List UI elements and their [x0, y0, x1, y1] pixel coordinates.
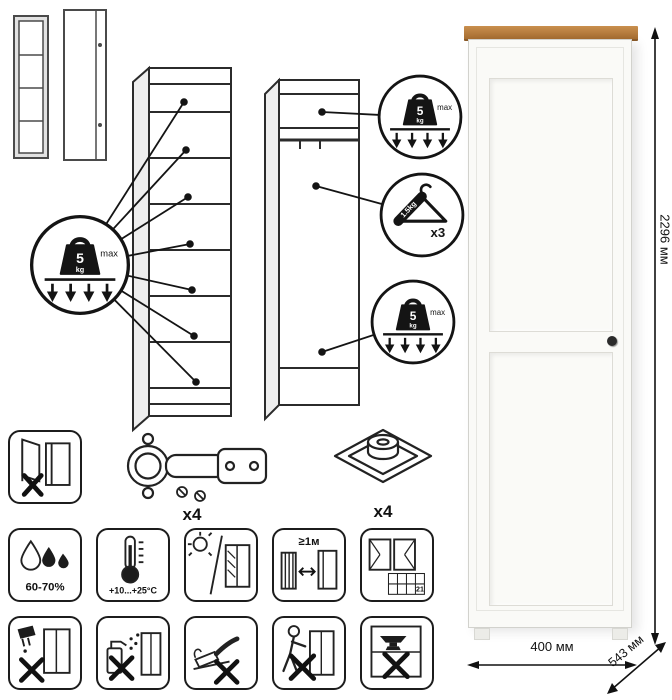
- no-heavy-load-box: [360, 616, 434, 690]
- open-wardrobe-drawing: [264, 77, 360, 422]
- height-dimension-label: 2296 мм: [657, 214, 672, 265]
- load-max-label: max: [437, 103, 452, 112]
- top-shelf-load-limit-badge: 5 kg max: [376, 73, 464, 161]
- callout-dots: [180, 98, 326, 386]
- prohibition-x-icon: [21, 473, 44, 497]
- window-calendar-icon: [368, 538, 425, 595]
- load-unit: kg: [416, 118, 423, 125]
- door-lower-panel: [489, 352, 613, 606]
- sunlight-icon: [187, 531, 251, 595]
- bottom-shelf-load-limit-badge: 5 kg max: [369, 278, 457, 366]
- hinge-icon: [126, 432, 268, 502]
- door-knob: [607, 336, 617, 346]
- small-cabinet-gray: [13, 15, 49, 159]
- depth-dimension-arrow: [607, 642, 666, 694]
- prohibition-x-icon: [288, 653, 317, 681]
- shelf-load-limit-badge: 5 kg max: [28, 213, 132, 317]
- heater-distance-icon: [280, 549, 338, 590]
- hanger-count-label: x3: [431, 225, 446, 240]
- wardrobe-product-image: [464, 26, 638, 642]
- small-cabinet-white: [63, 9, 107, 161]
- no-abrasive-icon: [193, 636, 240, 671]
- load-value: 5: [76, 250, 84, 266]
- no-solvent-box: [8, 616, 82, 690]
- load-arrows: [46, 283, 113, 302]
- ventilation-box: 21: [360, 528, 434, 602]
- prohibition-x-icon: [108, 655, 135, 681]
- thermometer-icon: [121, 535, 144, 584]
- load-value: 5: [410, 309, 417, 323]
- wardrobe-foot-left: [474, 628, 490, 640]
- prohibition-x-icon: [18, 657, 45, 683]
- no-dragging-box: [272, 616, 346, 690]
- badge-circle: [379, 172, 465, 258]
- width-dimension-label: 400 мм: [530, 639, 574, 654]
- load-max-label: max: [100, 249, 118, 259]
- calendar-day-label: 21: [416, 585, 424, 593]
- hanger-capacity-badge: 1.5kg x3: [378, 171, 466, 259]
- load-unit: kg: [76, 265, 84, 274]
- humidity-box: 60-70%: [8, 528, 82, 602]
- wardrobe-door: [476, 47, 624, 611]
- load-unit: kg: [409, 323, 416, 330]
- heater-distance-box: ≥1м: [272, 528, 346, 602]
- temperature-label: +10...+25°C: [109, 585, 157, 595]
- load-arrows: [384, 337, 441, 354]
- load-arrows: [391, 132, 448, 149]
- no-spray-icon: [106, 632, 162, 676]
- prohibition-x-icon: [382, 651, 410, 680]
- no-heavy-load-icon: [370, 625, 422, 678]
- load-max-label: max: [430, 308, 445, 317]
- no-dragging-icon: [282, 625, 335, 676]
- no-abrasive-box: [184, 616, 258, 690]
- height-dimension-arrow: [651, 27, 659, 645]
- wardrobe-foot-right: [612, 628, 628, 640]
- foot-count-label: x4: [373, 502, 393, 521]
- humidity-label: 60-70%: [25, 582, 64, 594]
- width-dimension-arrow: [467, 661, 637, 669]
- anti-tip-warning-box: [8, 430, 82, 504]
- temperature-box: +10...+25°C: [96, 528, 170, 602]
- hinge-count-label: x4: [182, 505, 202, 524]
- shelf-cabinet-drawing: [132, 65, 232, 433]
- door-upper-panel: [489, 78, 613, 332]
- humidity-icon: [20, 539, 69, 571]
- load-value: 5: [417, 104, 424, 118]
- no-solvent-icon: [17, 625, 71, 674]
- adjustable-foot-icon: [333, 428, 433, 484]
- no-spray-box: [96, 616, 170, 690]
- prohibition-x-icon: [213, 659, 240, 685]
- sunlight-box: [184, 528, 258, 602]
- distance-label: ≥1м: [299, 536, 320, 548]
- wardrobe-body: [468, 39, 632, 628]
